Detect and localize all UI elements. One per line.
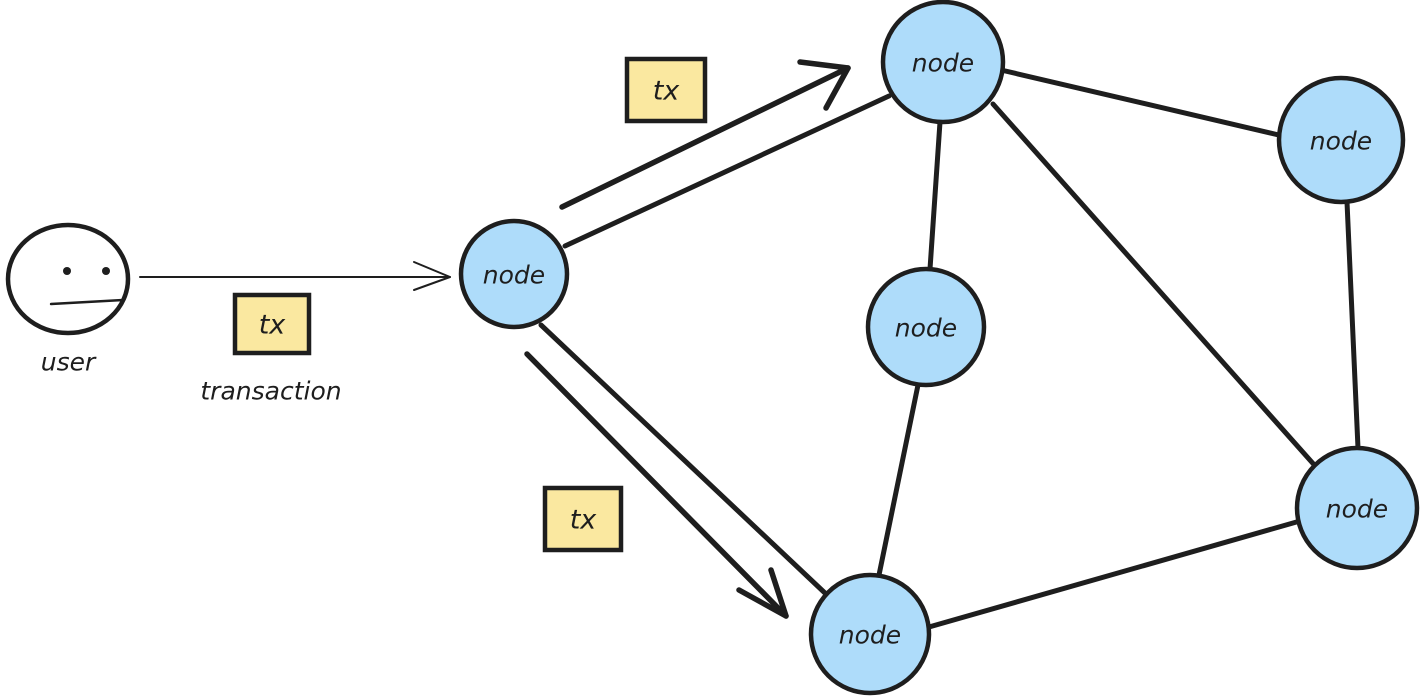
node-label: node: [1310, 127, 1372, 156]
node-label: node: [839, 621, 901, 650]
tx-box-label: tx: [653, 76, 681, 107]
network-edge: [876, 382, 921, 578]
flow-arrow-shaft: [524, 351, 789, 619]
user-eye-icon: [63, 267, 71, 275]
node-circle[interactable]: [880, 0, 1006, 125]
edges-group: [538, 67, 1361, 630]
tx-boxes-group: tx tx tx: [232, 56, 708, 553]
tx-box: [624, 56, 708, 124]
node-circle[interactable]: [865, 266, 987, 388]
network-edge: [538, 322, 829, 597]
node-circle[interactable]: [1294, 445, 1420, 571]
arrowhead-icon: [797, 59, 851, 111]
network-edge: [927, 119, 943, 272]
node-circle[interactable]: [1276, 75, 1406, 205]
network-edge: [926, 518, 1303, 630]
captions-group: user transaction: [41, 348, 342, 406]
user-head-circle: [5, 222, 131, 336]
network-edge: [1344, 199, 1361, 451]
caption-user: user: [41, 348, 97, 377]
user-eye-icon: [102, 267, 110, 275]
arrowhead-icon: [413, 261, 451, 291]
node-circle[interactable]: [808, 572, 932, 696]
user-mouth-icon: [49, 298, 125, 306]
network-edge: [998, 67, 1286, 139]
tx-box-label: tx: [259, 310, 287, 341]
node-label: node: [912, 49, 974, 78]
nodes-group: node node node node node node: [458, 0, 1420, 696]
flow-arrows-group: [139, 59, 851, 619]
flow-arrow-shaft: [559, 65, 851, 210]
node-label: node: [1326, 495, 1388, 524]
network-edge: [562, 93, 892, 249]
node-label: node: [895, 314, 957, 343]
node-label: node: [483, 261, 545, 290]
tx-box: [232, 292, 312, 356]
arrowhead-icon: [736, 567, 789, 619]
user-actor[interactable]: [5, 222, 131, 336]
caption-transaction: transaction: [200, 377, 341, 406]
tx-box-label: tx: [570, 505, 598, 536]
node-circle[interactable]: [458, 218, 570, 330]
network-edge: [990, 101, 1320, 471]
tx-box: [542, 485, 624, 553]
